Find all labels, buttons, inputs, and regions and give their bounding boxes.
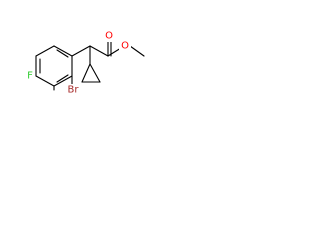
bond-ring-inner-3: [56, 49, 69, 58]
bond-alpha-to-carbonyl: [89, 45, 109, 57]
bond-cyclopropyl-3: [89, 63, 101, 83]
substituent-bonds: [53, 39, 145, 91]
bromine-atom: Br: [65, 84, 81, 96]
bond-ring-c4-c5: [53, 75, 73, 87]
bond-ring-c1-c2: [35, 45, 55, 57]
bond-ring-inner-2: [56, 74, 69, 83]
carbonyl-oxygen-atom: O: [103, 30, 115, 42]
fluorine-label: F: [27, 71, 33, 82]
bond-cyclopropyl-1: [81, 63, 91, 83]
bond-carbonyl-to-ester-o: [107, 47, 122, 57]
ester-oxygen-label: O: [121, 41, 129, 52]
carbonyl-oxygen-label: O: [105, 31, 113, 42]
bromine-label: Br: [68, 85, 80, 96]
benzene-ring: [35, 45, 73, 87]
cyclopropyl-ring: [81, 63, 101, 83]
bond-ester-o-to-methyl: [129, 45, 145, 57]
molecule-canvas: O O Br F: [0, 0, 152, 152]
bond-ring-c6-c1: [53, 45, 73, 57]
atom-labels: O O Br F: [25, 30, 131, 96]
bond-ring-to-alpha: [71, 45, 91, 57]
bond-ring-c3-c4: [35, 75, 55, 87]
fluorine-atom: F: [25, 70, 35, 82]
structure-diagram: O O Br F: [25, 30, 145, 96]
ester-oxygen-atom: O: [119, 40, 131, 52]
